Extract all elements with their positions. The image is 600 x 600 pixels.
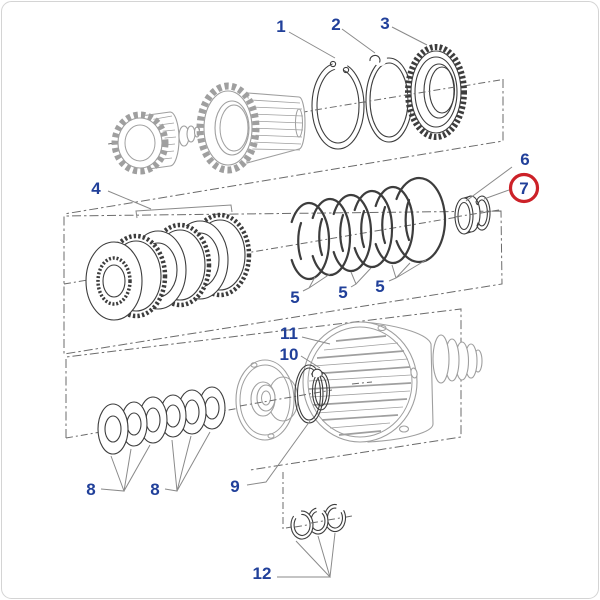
leader-lines: [100, 26, 513, 578]
callout-1: 1: [276, 17, 285, 36]
callout-7: 7: [519, 179, 528, 198]
callout-11: 11: [280, 324, 298, 343]
part-8-belleville-washers: [97, 386, 226, 455]
callout-5b: 5: [338, 283, 347, 302]
callout-5c: 5: [375, 277, 384, 296]
part-4-clutch-pack: [85, 212, 252, 321]
bracket-part-4: [135, 204, 233, 219]
callout-labels: 1 2 3 4 5 5 5 6 7 8 8 9 10 11 12: [86, 14, 540, 583]
callout-12: 12: [253, 564, 272, 583]
mid-axis-overlay: [454, 210, 493, 218]
part-11-clutch-drum: [302, 321, 483, 443]
part-10-seal-ring: [311, 368, 331, 411]
callout-3: 3: [380, 14, 389, 33]
part-hub-small: [111, 111, 201, 175]
part-drum-front: [196, 82, 306, 174]
top-axis-overlay: [314, 86, 456, 111]
callout-5a: 5: [290, 288, 299, 307]
part-1-retaining-ring: [311, 56, 365, 150]
part-2-snap-ring: [365, 52, 413, 143]
callout-8b: 8: [150, 480, 159, 499]
callout-9: 9: [230, 477, 239, 496]
part-9-piston-cup: [235, 359, 299, 441]
callout-10: 10: [280, 345, 299, 364]
part-3-toothed-hub-gear: [405, 44, 467, 140]
highlight-circle-callout-7: [508, 172, 540, 204]
callout-4: 4: [91, 179, 101, 198]
callout-8a: 8: [86, 480, 95, 499]
callout-2: 2: [331, 15, 340, 34]
bottom-axis-overlay: [239, 389, 333, 407]
part-5-wave-springs: [290, 176, 447, 281]
part-12-seal-rings: [290, 503, 347, 540]
callout-6: 6: [520, 150, 529, 169]
